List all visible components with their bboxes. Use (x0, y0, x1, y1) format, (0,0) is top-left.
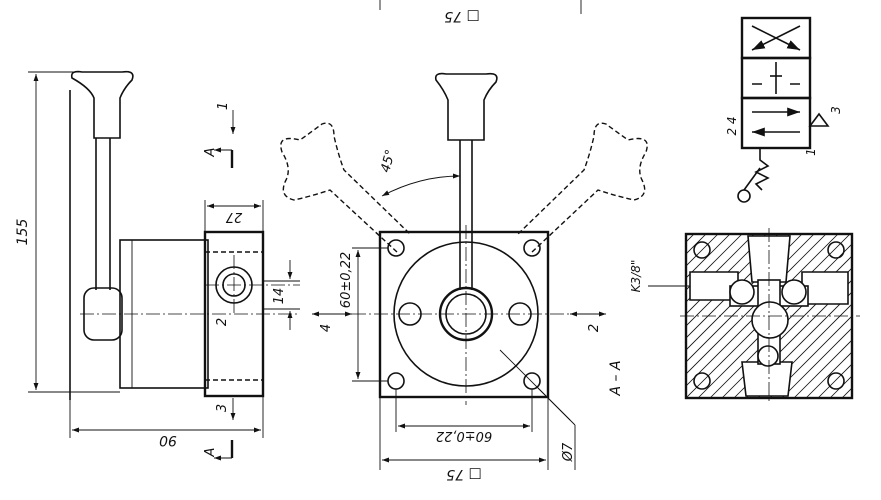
hatch-line (866, 228, 881, 398)
hatch-line (793, 339, 852, 398)
dim-60v-text: 60±0,22 (339, 252, 354, 308)
front-hole-bl (387, 372, 405, 390)
schema-actuator (754, 148, 770, 191)
hatch-line (518, 228, 688, 398)
dim-square-bottom-text: □ 75 (446, 466, 482, 482)
hatch-line (781, 327, 852, 398)
section-view: K3/8" (518, 228, 881, 404)
dim-90-text: 90 (159, 432, 177, 448)
schema-port-3: 3 (829, 106, 843, 114)
section-ball-right (781, 279, 807, 305)
section-hole-tr (827, 241, 845, 259)
front-port-label-2: 2 (587, 324, 602, 332)
side-port-label-3: 3 (215, 404, 230, 412)
front-view: □ 75 45° 60±0,22 (280, 0, 648, 482)
front-flange (378, 230, 550, 399)
section-hole-bl (693, 372, 711, 390)
angle-text: 45° (378, 148, 398, 174)
side-port-label-1: 1 (216, 102, 231, 110)
section-ball-center (751, 301, 789, 339)
hatch-line (805, 351, 852, 398)
side-port-label-2: 2 (215, 318, 230, 326)
side-lever-knob (70, 70, 134, 139)
front-lever-knob (434, 72, 498, 141)
schema-box-bottom (740, 96, 812, 150)
front-hole-tr (523, 239, 541, 257)
hatch-line (854, 228, 881, 398)
hatch-line (686, 234, 827, 375)
front-hole-br (523, 372, 541, 390)
section-hole-tl (693, 241, 711, 259)
section-port-right (801, 271, 849, 305)
hydraulic-schema: 2 4 1 3 (725, 16, 843, 203)
lever-alt-right (517, 122, 648, 253)
lever-alt-left (280, 122, 411, 253)
side-view: 155 90 27 14 1 2 3 A A (15, 70, 300, 461)
schema-tank (808, 112, 830, 127)
hatch-line (769, 315, 852, 398)
dia-text: Ø7 (561, 442, 576, 462)
dim-14-text: 14 (272, 288, 287, 305)
dim-square-top-text: □ 75 (444, 8, 480, 24)
section-port-bottom (741, 361, 793, 397)
hatch-line (817, 363, 852, 398)
section-ball-bottom (757, 345, 779, 367)
section-ball-left (729, 279, 755, 305)
section-hatching (518, 228, 881, 398)
section-hole-br (827, 372, 845, 390)
schema-ports-left: 2 4 (725, 116, 739, 135)
schema-cross-2 (751, 25, 801, 51)
schema-lever (743, 167, 761, 191)
hatch-line (686, 234, 743, 291)
hatch-line (686, 234, 815, 363)
dim-60h-text: 60±0,22 (436, 428, 492, 443)
hatch-line (686, 234, 755, 303)
dim-155-text: 155 (15, 219, 31, 246)
thread-text: K3/8" (629, 260, 643, 293)
schema-port-1: 1 (804, 148, 818, 156)
hatch-line (686, 234, 719, 267)
section-a-label-top: A (203, 148, 218, 158)
dia-leader (537, 387, 576, 426)
front-port-label-4: 4 (319, 324, 334, 332)
schema-lever-ball (737, 189, 751, 203)
angle-arc (381, 173, 461, 197)
section-title: A – A (608, 360, 624, 396)
dim-27-text: 27 (225, 209, 242, 224)
hatch-line (841, 387, 852, 398)
front-hole-tl (387, 239, 405, 257)
section-a-label-bottom: A (203, 448, 218, 458)
